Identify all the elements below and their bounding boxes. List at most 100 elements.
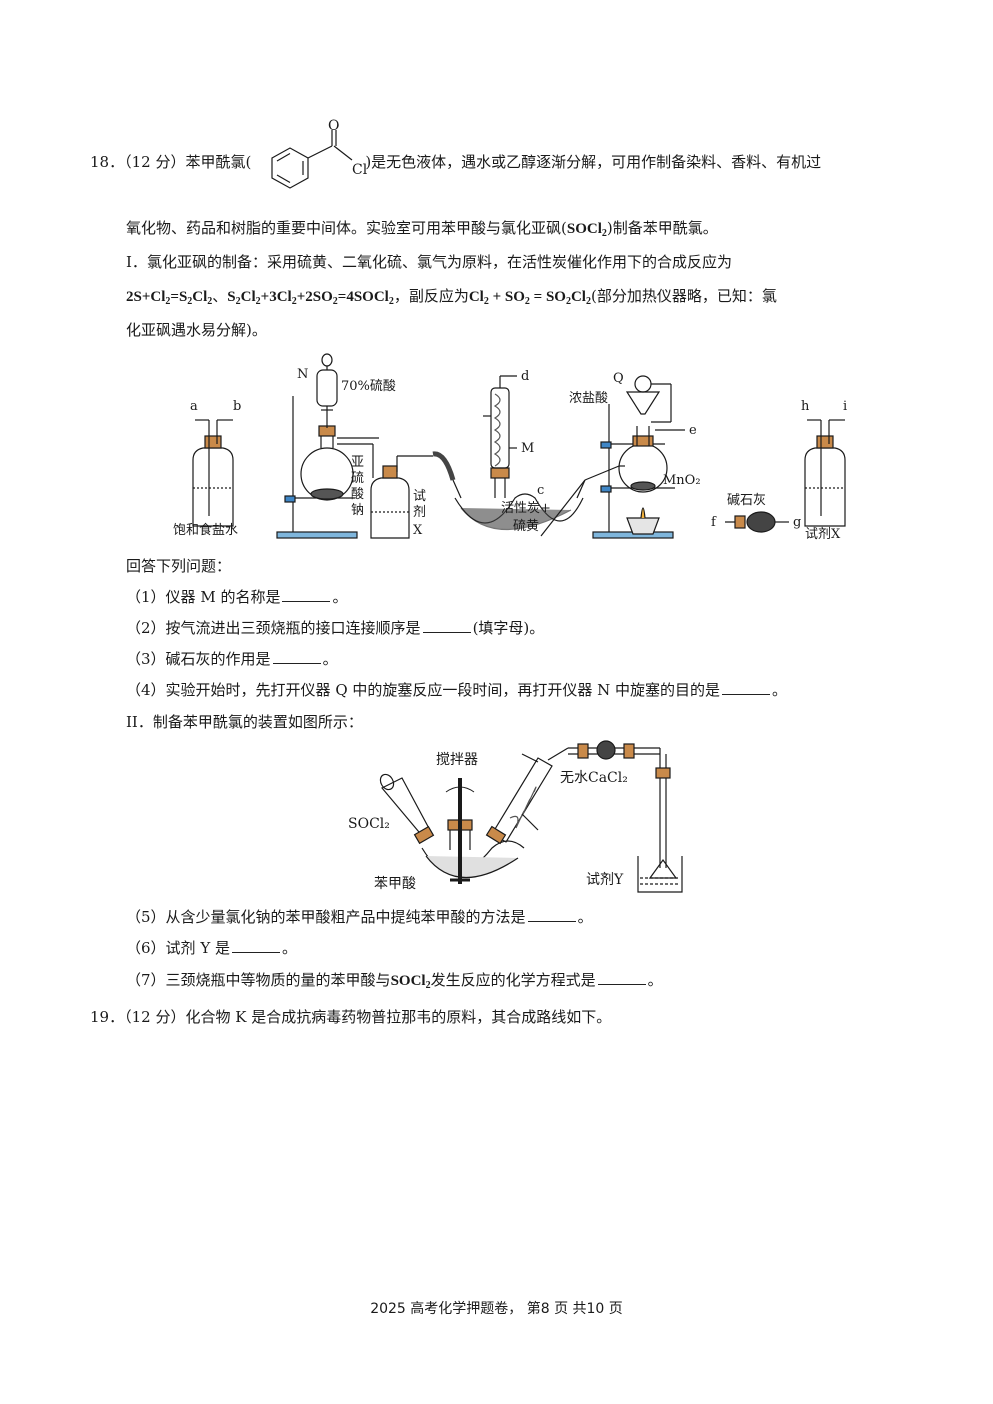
q3-label: （3）	[126, 650, 166, 668]
q1-tail: 。	[332, 588, 348, 606]
equation-2: S2Cl2+3Cl2+2SO2=4SOCl2	[227, 289, 394, 307]
q7-text: 三颈烧瓶中等物质的量的苯甲酸与	[165, 971, 391, 989]
part2-label: II．	[126, 713, 153, 731]
question-1: （1）仪器 M 的名称是 。	[126, 587, 347, 607]
q3-text: 碱石灰的作用是	[165, 650, 271, 668]
label-carbon-1: 活性炭+	[501, 501, 551, 516]
equation-line: 2S+Cl2=S2Cl2、S2Cl2+3Cl2+2SO2=4SOCl2，副反应为…	[126, 286, 777, 307]
eq-separator: 、	[212, 287, 228, 305]
q4-label: （4）	[126, 681, 166, 699]
label-reagent-1: 试	[413, 489, 426, 504]
answer-blank-1[interactable]	[282, 587, 331, 602]
q19-score: （12 分）	[124, 1008, 186, 1026]
q19-line: 19．（12 分）化合物 K 是合成抗病毒药物普拉那韦的原料，其合成路线如下。	[90, 1007, 611, 1027]
equation-3: Cl2 + SO2 = SO2Cl2	[468, 289, 591, 307]
label-q: Q	[613, 371, 624, 386]
part2-text: 制备苯甲酰氯的装置如图所示：	[152, 713, 363, 731]
label-m: M	[521, 441, 534, 456]
page-footer: 2025 高考化学押题卷， 第8 页 共10 页	[370, 1301, 623, 1317]
q18-line2: 氧化物、药品和树脂的重要中间体。实验室可用苯甲酸与氯化亚砜(SOCl2)制备苯甲…	[126, 218, 718, 239]
q6-text: 试剂 Y 是	[165, 939, 230, 957]
part2-line: II．制备苯甲酰氯的装置如图所示：	[126, 712, 363, 732]
atom-o: O	[328, 118, 339, 134]
label-stirrer: 搅拌器	[436, 752, 478, 768]
equation-1: 2S+Cl2=S2Cl2	[126, 289, 213, 307]
label-d: d	[521, 369, 529, 384]
label-g: g	[793, 515, 801, 530]
question-7: （7）三颈烧瓶中等物质的量的苯甲酸与SOCl2发生反应的化学方程式是。	[126, 970, 663, 991]
label-socl2: SOCl₂	[348, 816, 390, 832]
benzoyl-chloride-structure: O Cl	[271, 118, 368, 189]
label-reagent-x: 试剂X	[805, 527, 841, 542]
label-n: N	[297, 367, 308, 382]
label-saltwater: 饱和食盐水	[173, 522, 238, 538]
label-reagent-y: 试剂Y	[586, 872, 624, 888]
question-5: （5）从含少量氯化钠的苯甲酸粗产品中提纯苯甲酸的方法是 。	[126, 907, 593, 927]
q6-tail: 。	[282, 939, 298, 957]
label-c: c	[537, 483, 544, 498]
q1-label: （1）	[126, 588, 166, 606]
answer-blank-3[interactable]	[272, 649, 321, 664]
side-reaction-lead: ，副反应为	[393, 287, 469, 305]
q5-label: （5）	[126, 908, 166, 926]
q18-score: （12 分）	[124, 153, 186, 171]
answer-blank-6[interactable]	[232, 938, 280, 953]
q4-tail: 。	[772, 681, 788, 699]
q18-number: 18．	[90, 153, 125, 171]
label-a: a	[190, 399, 198, 414]
question-6: （6）试剂 Y 是 。	[126, 938, 297, 958]
part1-line5: 化亚砜遇水易分解)。	[126, 320, 267, 340]
q5-tail: 。	[577, 908, 593, 926]
q2-label: （2）	[126, 619, 166, 637]
part1-note: 化亚砜遇水易分解)。	[126, 321, 267, 339]
formula-socl2: SOCl2	[566, 221, 607, 239]
q3-tail: 。	[322, 650, 338, 668]
label-reagent-2: 剂	[413, 505, 426, 520]
q5-text: 从含少量氯化钠的苯甲酸粗产品中提纯苯甲酸的方法是	[165, 908, 526, 926]
q18-line2-tail: )制备苯甲酰氯。	[606, 219, 718, 237]
label-sulfuric-acid: 70%硫酸	[341, 379, 396, 394]
q2-tail: (填字母)。	[472, 619, 545, 637]
label-i: i	[843, 399, 847, 414]
label-cacl2: 无水CaCl₂	[560, 770, 628, 786]
part1-label: I．	[126, 253, 147, 271]
q7-text-c: 发生反应的化学方程式是	[430, 971, 596, 989]
answer-blank-5[interactable]	[527, 907, 576, 922]
part1-text: 氯化亚砜的制备：采用硫黄、二氧化硫、氯气为原料，在活性炭催化作用下的合成反应为	[146, 253, 732, 271]
label-mno2: MnO₂	[663, 473, 701, 488]
label-benzoic-acid: 苯甲酸	[374, 875, 416, 892]
label-sulfite-4: 钠	[351, 503, 364, 518]
q19-number: 19．	[90, 1008, 125, 1026]
answer-lead: 回答下列问题：	[126, 557, 232, 575]
atom-cl: Cl	[352, 162, 368, 178]
q6-label: （6）	[126, 939, 166, 957]
label-b: b	[233, 399, 241, 414]
q7-tail: 。	[647, 971, 663, 989]
label-reagent-3: X	[413, 523, 423, 538]
answer-blank-4[interactable]	[722, 680, 771, 695]
part1-line: I．氯化亚砜的制备：采用硫黄、二氧化硫、氯气为原料，在活性炭催化作用下的合成反应…	[126, 252, 732, 272]
question-3: （3）碱石灰的作用是 。	[126, 649, 338, 669]
equation-line-tail: (部分加热仪器略，已知：氯	[590, 287, 777, 305]
label-sulfite-1: 亚	[351, 455, 364, 470]
label-h: h	[801, 399, 810, 414]
figure-socl2-apparatus: a b 饱和食盐水 N 70%硫酸 亚 硫 酸 钠 试 剂 X d M c 活性…	[173, 353, 847, 542]
answer-blank-7[interactable]	[597, 970, 646, 985]
label-sulfite-3: 酸	[351, 487, 364, 502]
q18-line2-text: 氧化物、药品和树脂的重要中间体。实验室可用苯甲酸与氯化亚砜(	[126, 219, 567, 237]
label-hcl: 浓盐酸	[569, 391, 608, 406]
question-2: （2）按气流进出三颈烧瓶的接口连接顺序是(填字母)。	[126, 618, 544, 638]
q18-intro-b: )是无色液体，遇水或乙醇逐渐分解，可用作制备染料、香料、有机过	[365, 153, 822, 171]
figure-benzoyl-apparatus: 搅拌器 SOCl₂ 苯甲酸 无水CaCl₂ 试剂Y	[348, 740, 683, 893]
q19-text: 化合物 K 是合成抗病毒药物普拉那韦的原料，其合成路线如下。	[185, 1008, 612, 1026]
q1-text: 仪器 M 的名称是	[165, 588, 281, 606]
q4-text: 实验开始时，先打开仪器 Q 中的旋塞反应一段时间，再打开仪器 N 中旋塞的目的是	[165, 681, 721, 699]
label-e: e	[689, 423, 697, 438]
label-sulfite-2: 硫	[351, 471, 364, 486]
q18-line1: 18．（12 分）苯甲酰氯()是无色液体，遇水或乙醇逐渐分解，可用作制备染料、香…	[90, 152, 821, 172]
label-f: f	[711, 515, 717, 530]
answer-blank-2[interactable]	[422, 618, 471, 633]
q7-label: （7）	[126, 971, 166, 989]
question-4: （4）实验开始时，先打开仪器 Q 中的旋塞反应一段时间，再打开仪器 N 中旋塞的…	[126, 680, 787, 700]
label-carbon-2: 硫黄	[513, 519, 539, 534]
